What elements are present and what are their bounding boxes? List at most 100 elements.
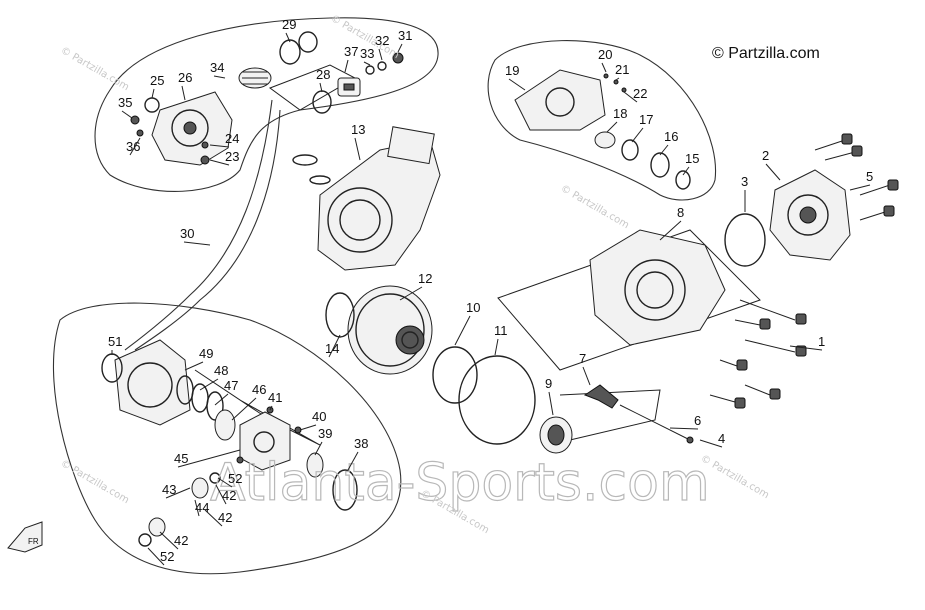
callout-number: 41 bbox=[268, 390, 282, 405]
callout-leader bbox=[347, 451, 359, 471]
callout-number: 21 bbox=[615, 62, 629, 77]
svg-text:FR: FR bbox=[28, 537, 39, 546]
callout-leader bbox=[314, 441, 323, 456]
callout-leader bbox=[184, 361, 204, 371]
callout-leader bbox=[121, 110, 133, 119]
callout-number: 19 bbox=[505, 63, 519, 78]
callout-number: 18 bbox=[613, 106, 627, 121]
ring-28 bbox=[312, 90, 332, 114]
bolt-23 bbox=[200, 155, 210, 165]
callout-number: 14 bbox=[325, 341, 339, 356]
callout-number: 5 bbox=[866, 169, 873, 184]
callout-leader bbox=[319, 82, 323, 93]
clip-17 bbox=[621, 139, 639, 161]
gasket-ovals bbox=[292, 154, 318, 166]
callout-number: 30 bbox=[180, 226, 194, 241]
callout-number: 10 bbox=[466, 300, 480, 315]
bearing-18 bbox=[594, 131, 616, 149]
callout-leader bbox=[508, 78, 526, 91]
callout-leader bbox=[623, 91, 638, 103]
gear-42b bbox=[148, 517, 166, 537]
seal-29 bbox=[279, 39, 301, 65]
callout-leader bbox=[631, 127, 644, 143]
pin-22 bbox=[621, 87, 627, 93]
callout-number: 6 bbox=[694, 413, 701, 428]
callout-leader bbox=[181, 85, 186, 101]
callout-number: 31 bbox=[398, 28, 412, 43]
output-housing-19 bbox=[514, 69, 606, 131]
sensor-7 bbox=[583, 384, 619, 409]
callout-leader bbox=[231, 397, 257, 421]
group-outline-top-right bbox=[487, 40, 717, 201]
seal-38 bbox=[332, 469, 358, 511]
callout-leader bbox=[582, 366, 591, 386]
callout-leader bbox=[363, 61, 371, 66]
callout-number: 35 bbox=[118, 95, 132, 110]
callout-leader bbox=[849, 184, 871, 191]
callout-number: 40 bbox=[312, 409, 326, 424]
callout-number: 52 bbox=[228, 471, 242, 486]
callout-number: 28 bbox=[316, 67, 330, 82]
bearing-housing-26 bbox=[151, 91, 233, 166]
callout-number: 32 bbox=[375, 33, 389, 48]
callout-number: 29 bbox=[282, 17, 296, 32]
callout-leader bbox=[659, 220, 682, 241]
callout-leader bbox=[548, 391, 554, 416]
callout-leader bbox=[209, 159, 230, 166]
nut-31 bbox=[392, 52, 404, 64]
callout-leader bbox=[354, 137, 361, 161]
callout-number: 51 bbox=[108, 334, 122, 349]
callout-labels: 1234567891011121314151617181920212223242… bbox=[108, 17, 873, 564]
pinion-gear-34 bbox=[238, 67, 272, 89]
differential-12 bbox=[347, 285, 433, 375]
callout-leader bbox=[165, 487, 191, 499]
callout-leader bbox=[151, 88, 155, 99]
callout-number: 46 bbox=[252, 382, 266, 397]
callout-number: 52 bbox=[160, 549, 174, 564]
callout-number: 47 bbox=[224, 378, 238, 393]
callout-number: 1 bbox=[818, 334, 825, 349]
seal-15 bbox=[675, 170, 691, 190]
callout-number: 42 bbox=[218, 510, 232, 525]
callout-leader bbox=[494, 338, 499, 356]
callout-number: 2 bbox=[762, 148, 769, 163]
callout-number: 42 bbox=[174, 533, 188, 548]
gear-case-13 bbox=[317, 126, 441, 271]
callout-leader bbox=[606, 121, 618, 133]
bearing-46 bbox=[214, 409, 236, 441]
callout-leader bbox=[217, 477, 233, 488]
callout-leader bbox=[601, 62, 607, 73]
callout-leader bbox=[214, 393, 229, 406]
copyright-text: © Partzilla.com bbox=[712, 45, 820, 62]
bearing-39 bbox=[306, 452, 324, 478]
callout-leader bbox=[399, 286, 423, 301]
pin-21 bbox=[613, 79, 619, 85]
watermark-text: Atlanta-Sports.com bbox=[210, 453, 710, 513]
callout-number: 13 bbox=[351, 122, 365, 137]
callout-number: 16 bbox=[664, 129, 678, 144]
callout-number: 9 bbox=[545, 376, 552, 391]
bracket-7-6 bbox=[559, 389, 661, 441]
callout-number: 33 bbox=[360, 46, 374, 61]
callout-leader bbox=[215, 484, 227, 505]
callout-leaders bbox=[111, 32, 871, 566]
callout-number: 8 bbox=[677, 205, 684, 220]
bolt-36 bbox=[136, 129, 144, 137]
housing-49 bbox=[114, 339, 191, 426]
callout-leader bbox=[129, 137, 141, 156]
callout-number: 48 bbox=[214, 363, 228, 378]
seal-29b bbox=[298, 31, 318, 53]
group-outline-top-left bbox=[94, 17, 439, 192]
callout-leader bbox=[669, 427, 699, 430]
callout-number: 43 bbox=[162, 482, 176, 497]
front-direction-arrow: FR bbox=[7, 521, 43, 553]
spacer-stack-48 bbox=[176, 375, 224, 421]
bearing-16 bbox=[650, 152, 670, 178]
callout-number: 45 bbox=[174, 451, 188, 466]
bolts-5 bbox=[814, 133, 899, 221]
washer-32 bbox=[377, 61, 387, 71]
callout-leader bbox=[397, 43, 403, 53]
o-ring-14 bbox=[325, 292, 355, 338]
callout-number: 25 bbox=[150, 73, 164, 88]
callout-leader bbox=[204, 509, 223, 527]
